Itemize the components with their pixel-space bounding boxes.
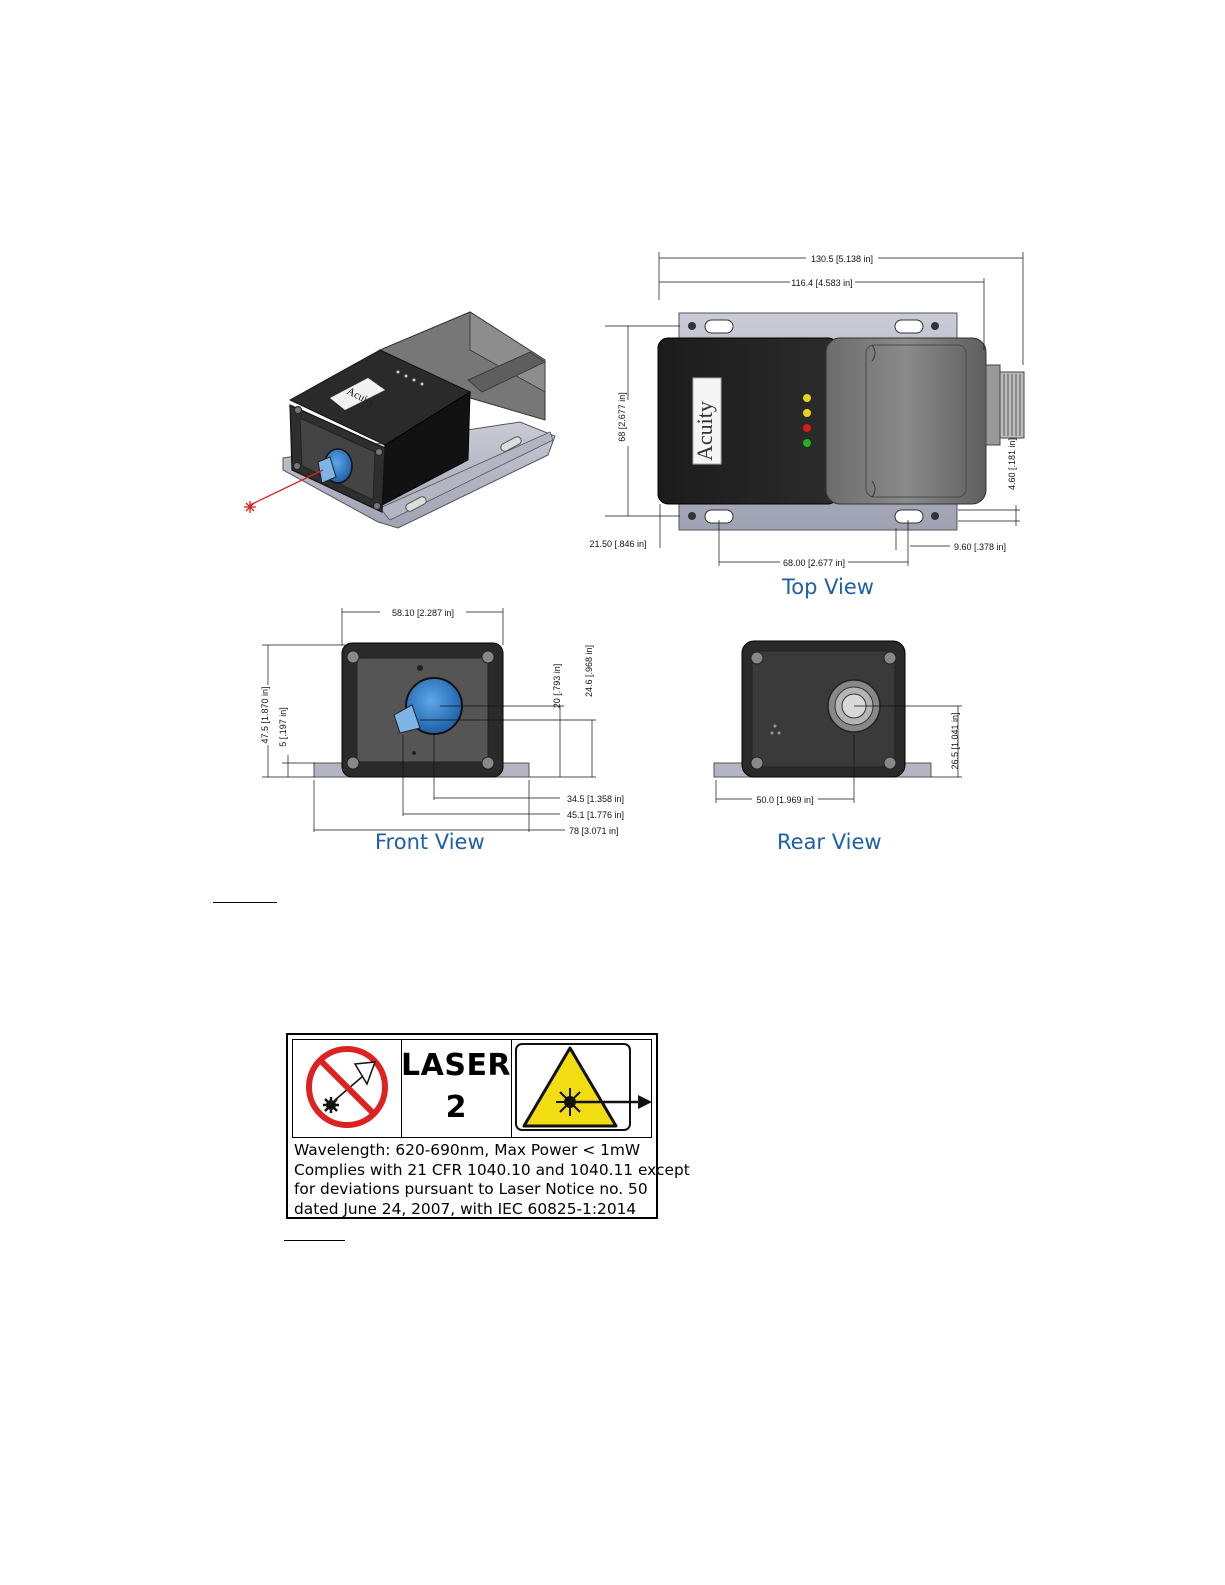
top-view-title: Top View xyxy=(782,575,874,599)
laser-spot-icon xyxy=(244,501,256,513)
laser-label-text: Wavelength: 620-690nm, Max Power < 1mW C… xyxy=(294,1141,690,1219)
arrow-right-icon xyxy=(638,1095,652,1109)
top-view: Acuity 130.5 [5.13 xyxy=(589,252,1025,568)
eye-icon xyxy=(353,1061,377,1086)
dim-lens-x2: 45.1 [1.776 in] xyxy=(567,810,624,820)
laser-label-line: for deviations pursuant to Laser Notice … xyxy=(294,1180,648,1198)
dim-slot-width: 9.60 [.378 in] xyxy=(954,542,1006,552)
isometric-view: Acuity xyxy=(244,311,556,529)
technical-drawing: Acuity xyxy=(244,252,1025,836)
dim-lens-center: 20 [.793 in] xyxy=(552,664,562,709)
dim-overall-length: 130.5 [5.138 in] xyxy=(811,254,873,264)
dim-front-height: 47.5 [1.870 in] xyxy=(260,686,270,743)
laser-warning-label: LASER 2 Wavelength: 620-690nm, Max Power… xyxy=(286,1033,690,1219)
top-logo-text: Acuity xyxy=(692,401,717,461)
laser-hazard-triangle-icon xyxy=(522,1046,618,1128)
dim-height: 68 [2.677 in] xyxy=(617,392,627,442)
dim-lens-top: 24.6 [.968 in] xyxy=(584,645,594,697)
dim-body-length: 116.4 [4.583 in] xyxy=(791,278,852,288)
dim-slot-edge: 4.60 [.181 in] xyxy=(1007,438,1017,490)
dim-connector-height: 26.5 [1.041 in] xyxy=(950,712,960,769)
laser-label-line: Wavelength: 620-690nm, Max Power < 1mW xyxy=(294,1141,641,1159)
underline-mark-1 xyxy=(213,902,277,903)
front-view: 58.10 [2.287 in] 47.5 [1.870 in] 5 [.197… xyxy=(260,608,624,836)
dim-front-flange: 5 [.197 in] xyxy=(278,707,288,747)
underline-mark-2 xyxy=(284,1240,345,1241)
status-led-red xyxy=(803,424,811,432)
laser-label-line: dated June 24, 2007, with IEC 60825-1:20… xyxy=(294,1199,637,1218)
no-stare-symbol xyxy=(293,1040,402,1137)
dim-slot-spacing: 68.00 [2.677 in] xyxy=(783,558,845,568)
dim-slot-offset: 21.50 [.846 in] xyxy=(589,539,646,549)
laser-class-cell: LASER 2 xyxy=(401,1040,512,1137)
status-led-green xyxy=(803,439,811,447)
status-led-yellow-1 xyxy=(803,394,811,402)
laser-label-header: LASER 2 xyxy=(292,1039,652,1138)
dim-connector-x: 50.0 [1.969 in] xyxy=(756,795,813,805)
laser-class-number: 2 xyxy=(445,1090,467,1125)
rear-view: 26.5 [1.041 in] 50.0 [1.969 in] xyxy=(713,640,962,805)
status-led-yellow-2 xyxy=(803,409,811,417)
dim-base-width: 78 [3.071 in] xyxy=(569,826,619,836)
rear-view-title: Rear View xyxy=(777,830,882,854)
dim-lens-x1: 34.5 [1.358 in] xyxy=(567,794,624,804)
dim-front-width: 58.10 [2.287 in] xyxy=(392,608,454,618)
front-view-title: Front View xyxy=(375,830,485,854)
laser-label-line: Complies with 21 CFR 1040.10 and 1040.11… xyxy=(294,1160,690,1179)
laser-word: LASER xyxy=(401,1048,512,1083)
laser-hazard-cell xyxy=(512,1040,652,1137)
